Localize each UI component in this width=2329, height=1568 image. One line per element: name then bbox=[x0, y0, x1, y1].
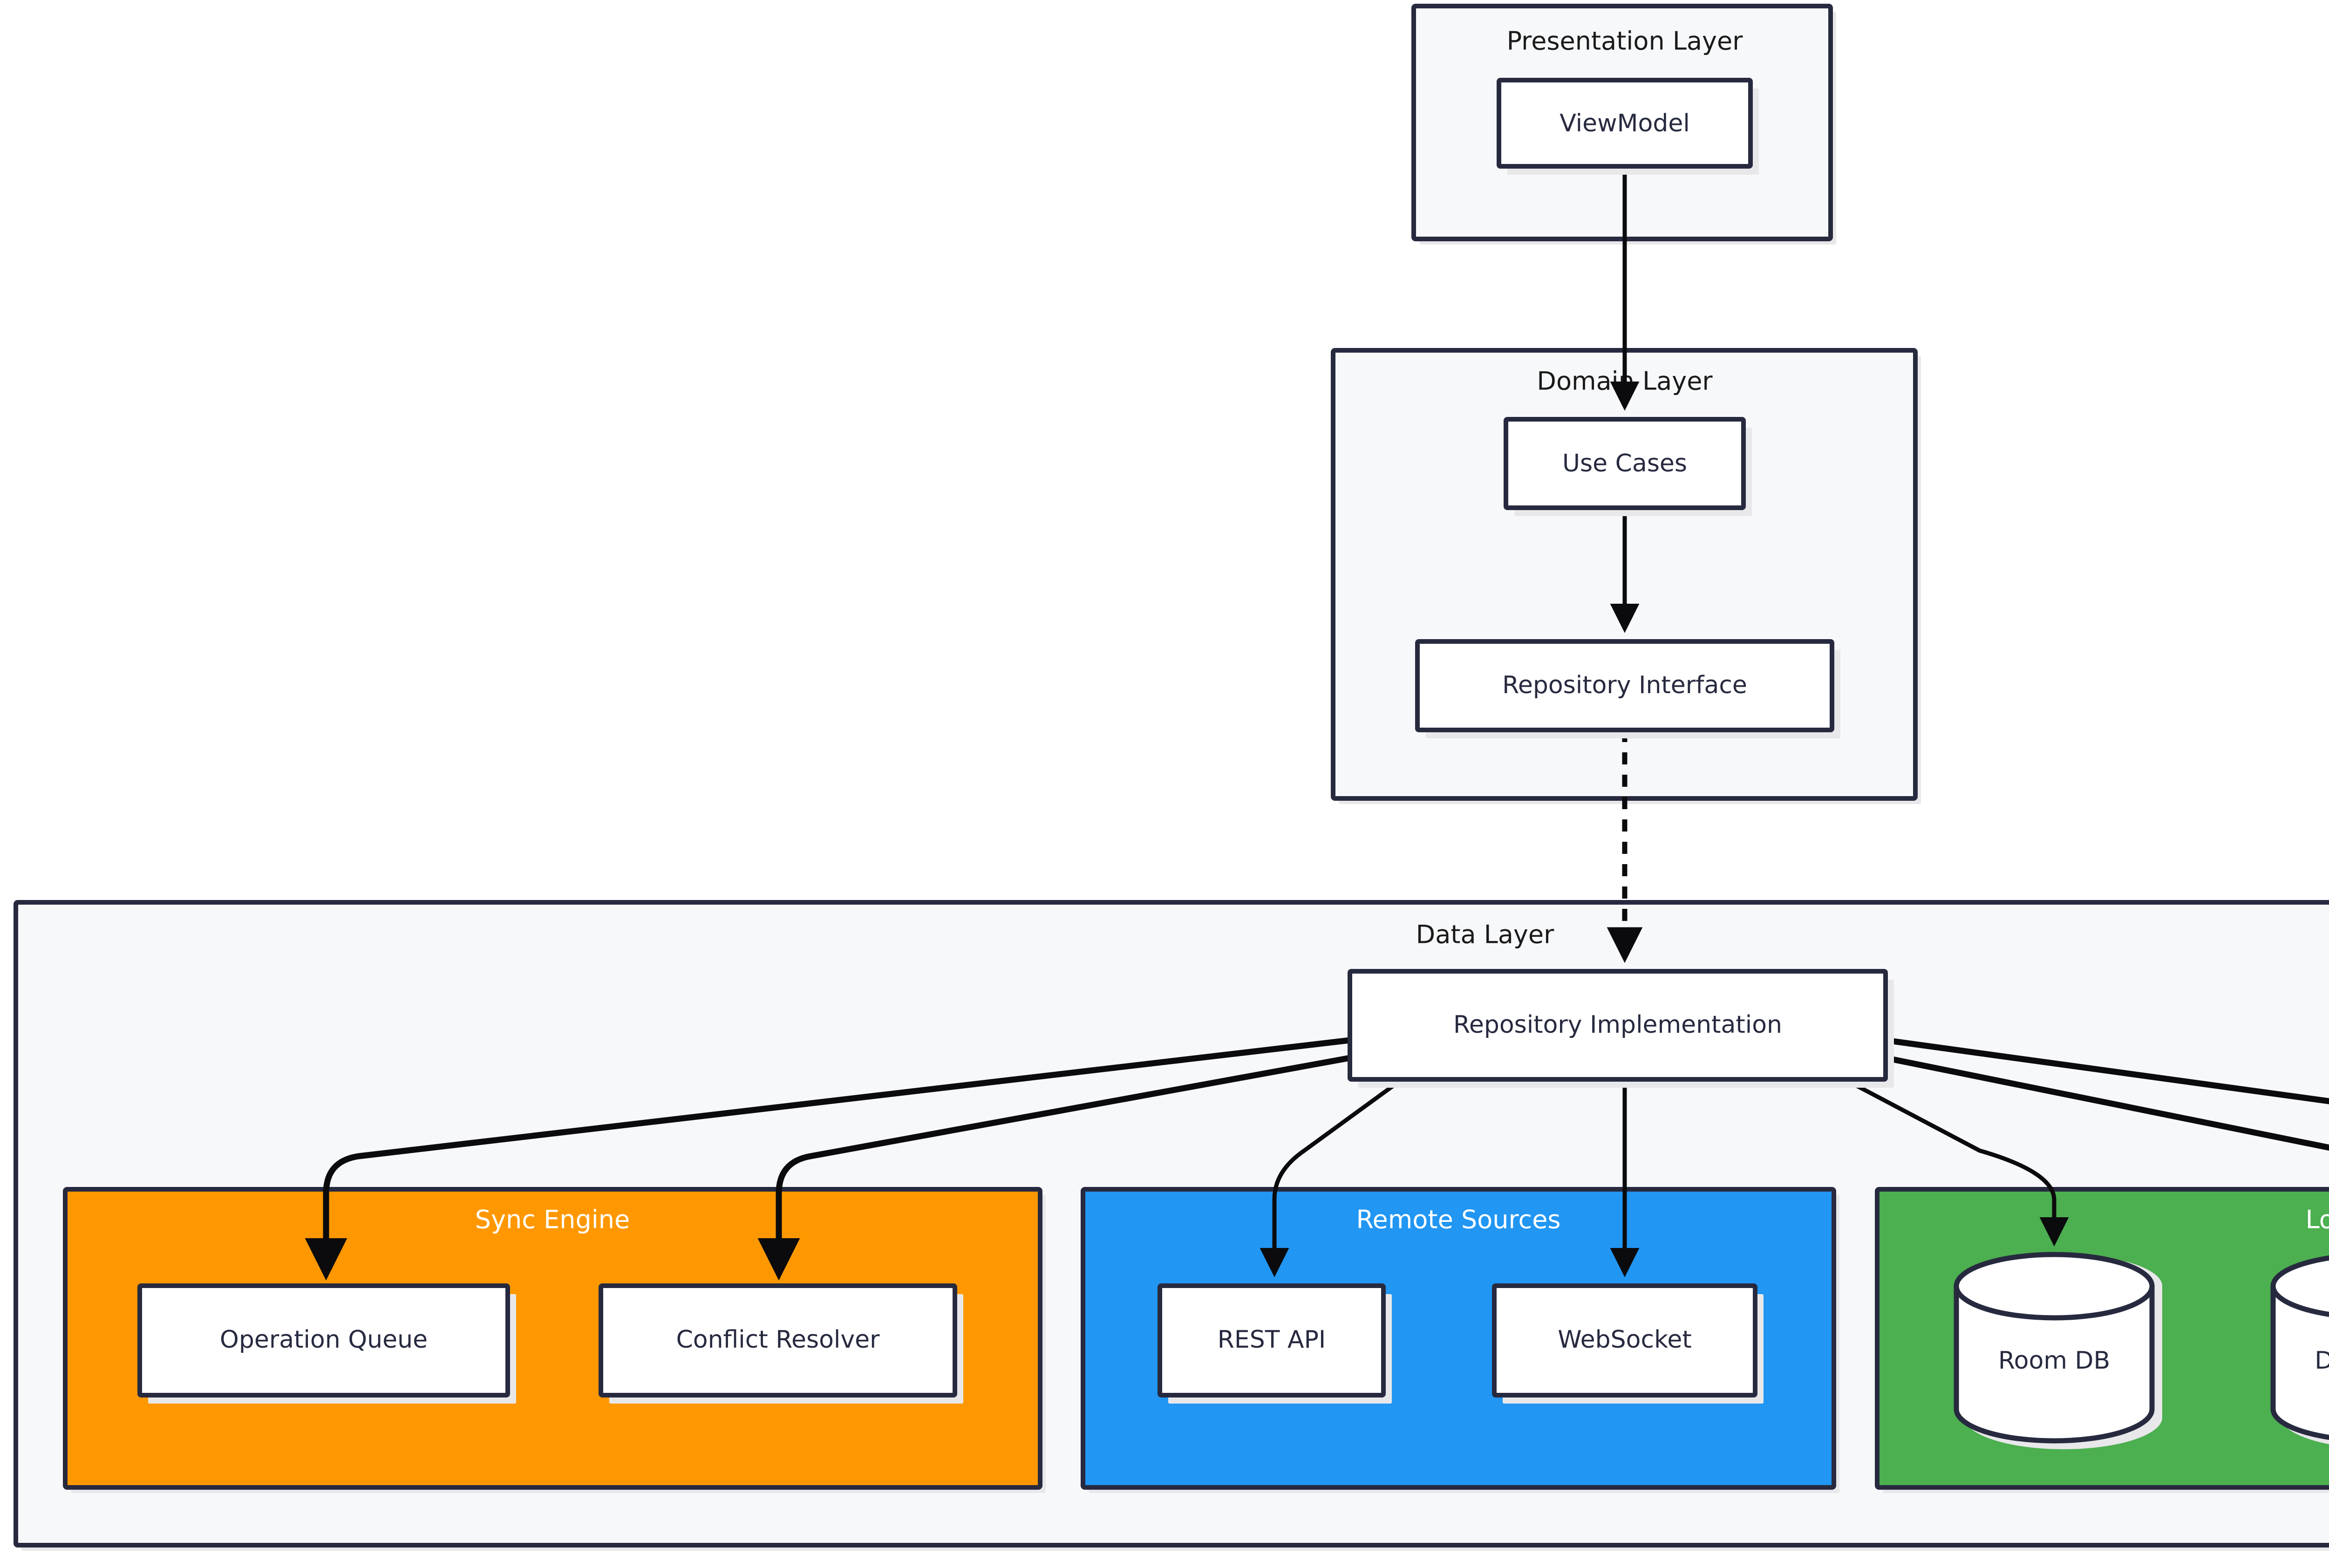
datastore-cylinder-body[interactable] bbox=[2270, 1283, 2329, 1441]
conflict-resolver-box[interactable] bbox=[599, 1283, 957, 1398]
operation-queue-label: Operation Queue bbox=[220, 1326, 428, 1354]
room-db-cylinder-body[interactable] bbox=[1954, 1283, 2155, 1444]
datastore-cylinder-top bbox=[2270, 1255, 2329, 1317]
local-sources-title: Local Sources bbox=[2306, 1205, 2329, 1234]
viewmodel-label: ViewModel bbox=[1559, 109, 1690, 137]
datastore-label: DataStore bbox=[2315, 1347, 2329, 1375]
rest-api-box[interactable] bbox=[1158, 1283, 1386, 1398]
node-repository-interface[interactable]: Repository Interface bbox=[1415, 639, 1840, 738]
websocket-box[interactable] bbox=[1492, 1283, 1757, 1398]
viewmodel-box[interactable] bbox=[1497, 78, 1753, 169]
repository-interface-box[interactable] bbox=[1415, 639, 1834, 732]
node-repository-implementation[interactable]: Repository Implementation bbox=[1348, 969, 1894, 1088]
edge-repoimpl-to-opqueue bbox=[305, 1037, 1350, 1281]
remote-sources-title: Remote Sources bbox=[1356, 1205, 1560, 1234]
edges-group bbox=[305, 166, 2329, 1281]
websocket-label: WebSocket bbox=[1558, 1326, 1691, 1354]
operation-queue-box[interactable] bbox=[137, 1283, 510, 1398]
node-use-cases[interactable]: Use Cases bbox=[1504, 417, 1752, 516]
edge-repoimpl-to-roomdb bbox=[1843, 1077, 2069, 1247]
presentation-layer-title: Presentation Layer bbox=[1507, 27, 1743, 56]
repository-implementation-label: Repository Implementation bbox=[1453, 1011, 1782, 1039]
node-operation-queue[interactable]: Operation Queue bbox=[137, 1283, 516, 1404]
edge-repoimpl-to-restapi bbox=[1260, 1077, 1403, 1277]
node-rest-api[interactable]: REST API bbox=[1158, 1283, 1392, 1404]
data-layer-title: Data Layer bbox=[1416, 920, 1554, 949]
node-websocket[interactable]: WebSocket bbox=[1492, 1283, 1764, 1404]
rest-api-label: REST API bbox=[1218, 1326, 1326, 1354]
repository-interface-label: Repository Interface bbox=[1502, 671, 1747, 699]
sync-engine-title: Sync Engine bbox=[475, 1205, 630, 1234]
room-db-label: Room DB bbox=[1998, 1347, 2110, 1375]
node-datastore[interactable]: DataStore bbox=[2270, 1254, 2329, 1449]
repository-implementation-box[interactable] bbox=[1348, 969, 1888, 1082]
room-db-cylinder-top bbox=[1954, 1252, 2155, 1321]
node-conflict-resolver[interactable]: Conflict Resolver bbox=[599, 1283, 963, 1404]
node-room-db[interactable]: Room DB bbox=[1954, 1252, 2162, 1449]
conflict-resolver-label: Conflict Resolver bbox=[676, 1326, 880, 1354]
edge-repoimpl-to-conflict bbox=[757, 1055, 1351, 1281]
node-viewmodel[interactable]: ViewModel bbox=[1497, 78, 1759, 175]
use-cases-box[interactable] bbox=[1504, 417, 1746, 510]
use-cases-label: Use Cases bbox=[1562, 450, 1687, 477]
